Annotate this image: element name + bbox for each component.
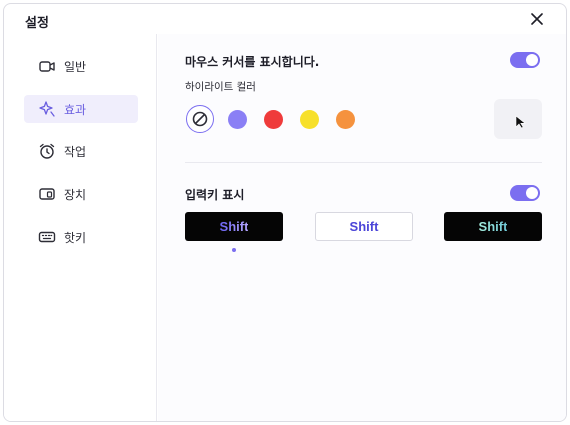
sidebar-item-devices[interactable]: 장치 [24, 180, 138, 208]
key-style-dark-teal[interactable]: Shift [444, 212, 542, 241]
sidebar-item-tasks[interactable]: 작업 [24, 137, 138, 165]
window-title: 설정 [25, 16, 49, 31]
effects-panel: 마우스 커서를 표시합니다. 하이라이트 컬러 입력키 표시 Shift Shi… [158, 34, 566, 421]
highlight-color-purple[interactable] [228, 110, 247, 129]
key-style-light[interactable]: Shift [315, 212, 413, 241]
mouse-pointer-icon [515, 115, 526, 129]
title-bar: 설정 [4, 4, 566, 34]
alarm-clock-icon [38, 142, 56, 160]
sidebar-item-effects[interactable]: 효과 [24, 95, 138, 123]
highlight-color-label: 하이라이트 컬러 [185, 81, 256, 93]
highlight-color-none[interactable] [186, 105, 214, 133]
sparkle-icon [38, 100, 56, 118]
device-icon [38, 185, 56, 203]
sidebar-item-label: 핫키 [64, 230, 87, 245]
no-color-icon [192, 111, 208, 127]
section-divider [185, 162, 542, 163]
key-style-text: Shift [478, 219, 508, 234]
close-button[interactable] [528, 10, 546, 28]
key-style-selected-indicator [232, 248, 236, 252]
highlight-color-yellow[interactable] [300, 110, 319, 129]
sidebar-item-label: 일반 [64, 59, 87, 74]
show-cursor-toggle[interactable] [510, 52, 540, 68]
keyboard-icon [38, 228, 56, 246]
settings-window: 설정 일반 효과 [3, 3, 567, 422]
key-style-text: Shift [349, 219, 379, 234]
sidebar: 일반 효과 작업 [4, 34, 157, 421]
show-keys-label: 입력키 표시 [185, 188, 245, 202]
sidebar-item-general[interactable]: 일반 [24, 52, 138, 80]
show-cursor-label: 마우스 커서를 표시합니다. [185, 55, 320, 69]
key-style-text: Shift [219, 219, 249, 234]
sidebar-item-label: 장치 [64, 187, 87, 202]
cursor-preview [494, 99, 542, 139]
highlight-color-orange[interactable] [336, 110, 355, 129]
camera-icon [38, 57, 56, 75]
close-icon [531, 13, 543, 25]
show-keys-toggle[interactable] [510, 185, 540, 201]
sidebar-item-hotkeys[interactable]: 핫키 [24, 223, 138, 251]
key-style-dark-gradient[interactable]: Shift [185, 212, 283, 241]
sidebar-item-label: 효과 [64, 102, 87, 117]
sidebar-item-label: 작업 [64, 144, 87, 159]
highlight-color-red[interactable] [264, 110, 283, 129]
